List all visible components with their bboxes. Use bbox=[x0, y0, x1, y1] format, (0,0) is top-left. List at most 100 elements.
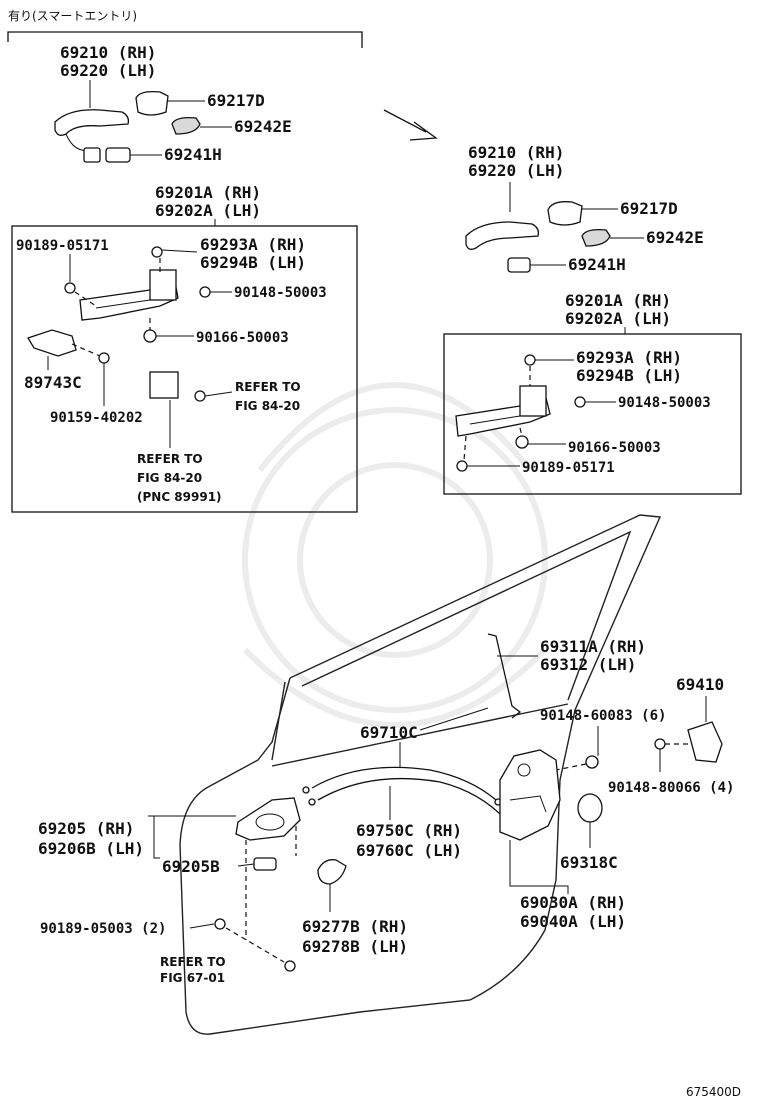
r-label-frame-lh[interactable]: 69202A (LH) bbox=[565, 309, 671, 328]
label-bracket-lh[interactable]: 69294B (LH) bbox=[200, 253, 306, 272]
label-inner-handle-rh[interactable]: 69205 (RH) bbox=[38, 819, 134, 838]
r-cover-b-part bbox=[581, 228, 611, 247]
screw-c-part bbox=[214, 918, 226, 930]
lock-assembly-part bbox=[499, 749, 561, 841]
r-bolt-a-part bbox=[574, 396, 586, 408]
r-label-cover-a[interactable]: 69217D bbox=[620, 199, 678, 218]
label-sensor[interactable]: 89743C bbox=[24, 373, 82, 392]
door-window-edge bbox=[271, 681, 286, 761]
refer-a-line2[interactable]: FIG 84-20 bbox=[235, 399, 300, 413]
label-screw-a[interactable]: 90189-05171 bbox=[16, 238, 109, 254]
label-bolt-lock[interactable]: 90148-60083 (6) bbox=[540, 708, 666, 724]
refer-a-line1[interactable]: REFER TO bbox=[235, 380, 301, 394]
sensor-part bbox=[27, 329, 77, 357]
cap-part bbox=[105, 147, 131, 163]
label-bolt-a[interactable]: 90148-50003 bbox=[234, 285, 327, 301]
r-label-screw-a[interactable]: 90189-05171 bbox=[522, 460, 615, 476]
label-bolt-striker[interactable]: 90148-80066 (4) bbox=[608, 780, 734, 796]
right-group: 69210 (RH) 69220 (LH) 69217D 69242E 6924… bbox=[443, 143, 742, 495]
label-bezel-rh[interactable]: 69277B (RH) bbox=[302, 917, 408, 936]
label-cover-b[interactable]: 69242E bbox=[234, 117, 292, 136]
left-group: 69210 (RH) 69220 (LH) 69217D 69242E 6924… bbox=[11, 43, 358, 513]
label-lock-lh[interactable]: 69040A (LH) bbox=[520, 912, 626, 931]
r-frame-assembly-part bbox=[455, 385, 551, 437]
connector-bolt-part bbox=[194, 390, 206, 402]
frame-assembly-part bbox=[79, 269, 179, 321]
bolt-b-part bbox=[143, 329, 157, 343]
cover-b-part bbox=[171, 116, 201, 135]
striker-bolt-part bbox=[654, 738, 666, 750]
r-screw-a-part bbox=[456, 460, 468, 472]
r-label-cover-b[interactable]: 69242E bbox=[646, 228, 704, 247]
label-cable-b-lh[interactable]: 69760C (LH) bbox=[356, 841, 462, 860]
r-label-bolt-b[interactable]: 90166-50003 bbox=[568, 440, 661, 456]
bezel-part bbox=[317, 859, 347, 885]
bolt-a-part bbox=[199, 286, 211, 298]
cable-b-part bbox=[317, 777, 507, 821]
refer-b-line3[interactable]: (PNC 89991) bbox=[137, 490, 222, 504]
door-group: 69311A (RH) 69312 (LH) 69410 90148-80066… bbox=[38, 514, 734, 1035]
label-handle-rh[interactable]: 69210 (RH) bbox=[60, 43, 156, 62]
label-rod-lh[interactable]: 69312 (LH) bbox=[540, 655, 636, 674]
label-bolt-b[interactable]: 90166-50003 bbox=[196, 330, 289, 346]
label-rod-rh[interactable]: 69311A (RH) bbox=[540, 637, 646, 656]
label-striker[interactable]: 69410 bbox=[676, 675, 724, 694]
option-bracket bbox=[7, 31, 363, 48]
r-label-bracket-lh[interactable]: 69294B (LH) bbox=[576, 366, 682, 385]
screw-a-part bbox=[64, 282, 76, 294]
r-cap-part bbox=[507, 257, 531, 273]
label-handle-lh[interactable]: 69220 (LH) bbox=[60, 61, 156, 80]
connector-part bbox=[149, 371, 179, 399]
screw-c2-part bbox=[284, 960, 296, 972]
striker-part bbox=[687, 721, 723, 763]
watermark-emblem bbox=[242, 382, 548, 728]
refer-c-line2[interactable]: FIG 67-01 bbox=[160, 971, 225, 985]
label-cable-b-rh[interactable]: 69750C (RH) bbox=[356, 821, 462, 840]
grommet-part bbox=[577, 793, 603, 823]
left-frame-box bbox=[11, 225, 358, 513]
r-cover-a-part bbox=[547, 201, 583, 226]
label-lock-rh[interactable]: 69030A (RH) bbox=[520, 893, 626, 912]
r-bracket-clip-part bbox=[524, 354, 536, 366]
label-screw-b[interactable]: 90159-40202 bbox=[50, 410, 143, 426]
r-bolt-b-part bbox=[515, 435, 529, 449]
r-label-bracket-rh[interactable]: 69293A (RH) bbox=[576, 348, 682, 367]
label-bezel-lh[interactable]: 69278B (LH) bbox=[302, 937, 408, 956]
label-bracket-rh[interactable]: 69293A (RH) bbox=[200, 235, 306, 254]
label-screw-c[interactable]: 90189-05003 (2) bbox=[40, 921, 166, 937]
r-outside-handle-part bbox=[465, 221, 540, 250]
label-cap[interactable]: 69241H bbox=[164, 145, 222, 164]
label-grommet[interactable]: 69318C bbox=[560, 853, 618, 872]
door-beltline bbox=[271, 703, 569, 767]
screw-b-part bbox=[98, 352, 110, 364]
figure-id: 675400D bbox=[686, 1085, 741, 1099]
door-outline bbox=[179, 514, 662, 1035]
bracket-clip-part bbox=[151, 246, 163, 258]
r-label-handle-rh[interactable]: 69210 (RH) bbox=[468, 143, 564, 162]
label-inner-handle-sub[interactable]: 69205B bbox=[162, 857, 220, 876]
r-label-frame-rh[interactable]: 69201A (RH) bbox=[565, 291, 671, 310]
lock-bolt-part bbox=[585, 755, 599, 769]
cable-a-part bbox=[311, 766, 497, 801]
cover-a-part bbox=[135, 90, 169, 116]
r-label-handle-lh[interactable]: 69220 (LH) bbox=[468, 161, 564, 180]
label-frame-lh[interactable]: 69202A (LH) bbox=[155, 201, 261, 220]
option-header: 有り(スマートエントリ) bbox=[8, 9, 137, 23]
label-cover-a[interactable]: 69217D bbox=[207, 91, 265, 110]
inner-handle-bolt-part bbox=[253, 857, 277, 871]
refer-b-line1[interactable]: REFER TO bbox=[137, 452, 203, 466]
outside-handle-part bbox=[54, 109, 130, 163]
label-frame-rh[interactable]: 69201A (RH) bbox=[155, 183, 261, 202]
r-label-bolt-a[interactable]: 90148-50003 bbox=[618, 395, 711, 411]
refer-c-line1[interactable]: REFER TO bbox=[160, 955, 226, 969]
rod-part bbox=[487, 633, 522, 719]
direction-arrow-icon bbox=[383, 109, 438, 141]
inner-handle-part bbox=[235, 797, 301, 841]
label-cable-a[interactable]: 69710C bbox=[360, 723, 418, 742]
door-window-inner bbox=[301, 530, 632, 701]
refer-b-line2[interactable]: FIG 84-20 bbox=[137, 471, 202, 485]
r-label-cap[interactable]: 69241H bbox=[568, 255, 626, 274]
right-frame-box bbox=[443, 333, 742, 495]
label-inner-handle-lh[interactable]: 69206B (LH) bbox=[38, 839, 144, 858]
